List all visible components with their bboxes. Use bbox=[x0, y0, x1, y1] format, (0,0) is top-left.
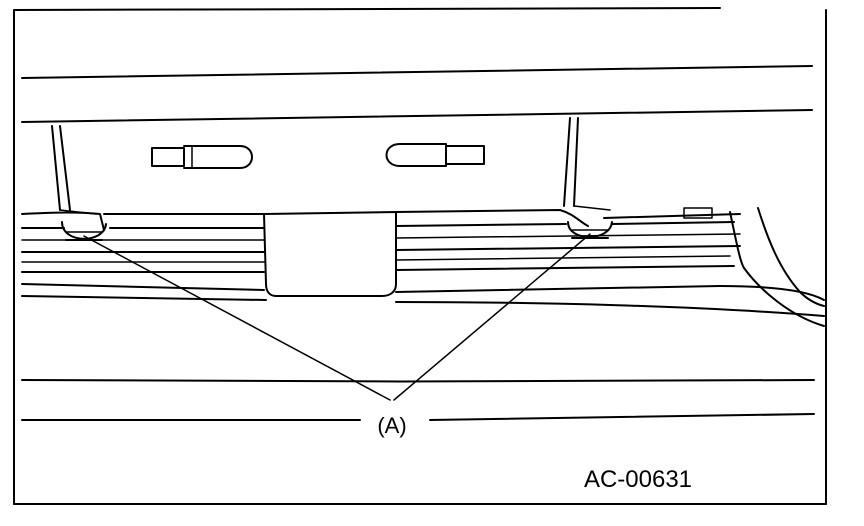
lower-panel-lines bbox=[21, 283, 825, 421]
upper-panel-lines bbox=[21, 65, 813, 123]
clip-left bbox=[61, 221, 107, 241]
clip-right bbox=[567, 221, 613, 239]
center-block bbox=[263, 211, 397, 297]
small-tab bbox=[683, 207, 713, 219]
bracket-slot-right bbox=[385, 143, 485, 167]
callout-label-a: (A) bbox=[377, 413, 406, 438]
bracket-slot-left bbox=[151, 145, 253, 169]
figure-id: AC-00631 bbox=[584, 466, 692, 493]
trim-rail bbox=[21, 209, 741, 273]
mounting-bracket bbox=[51, 117, 611, 215]
figure-frame bbox=[13, 7, 827, 505]
callout-leaders bbox=[83, 233, 591, 401]
right-trim-curve bbox=[729, 207, 825, 327]
